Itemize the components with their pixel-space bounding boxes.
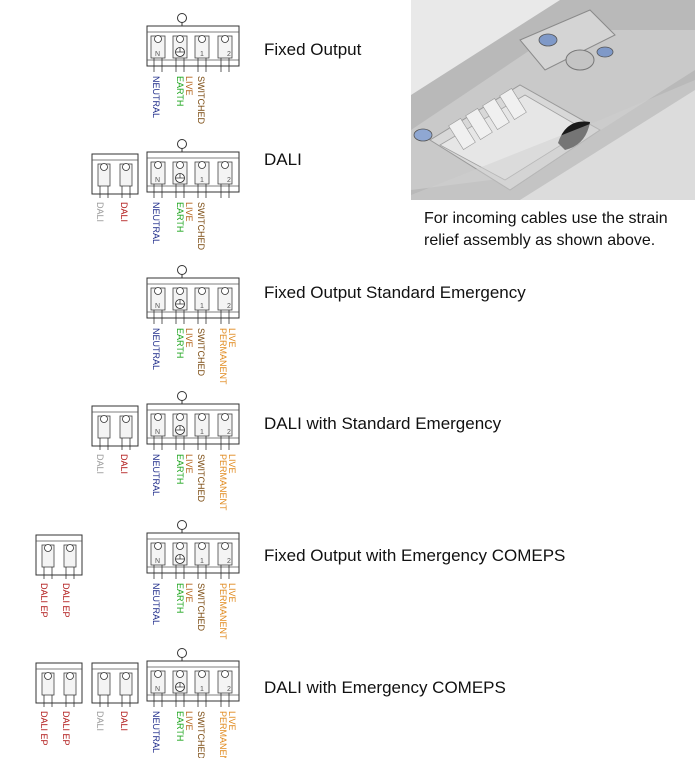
section-title-2: DALI [264,150,302,169]
wire-label-switched: SWITCHED [196,711,206,758]
terminal-n-label: N [155,177,160,184]
terminal-1-label: 1 [200,686,204,693]
wire-label-live: LIVE [184,454,194,474]
wire-label-dali-ep-1: DALI EP [39,583,49,618]
wire-label-earth: EARTH [175,202,185,232]
wire-label-dali-grey: DALI [95,711,105,731]
wire-label-dali-red: DALI [119,454,129,474]
wire-label-dali-ep-2: DALI EP [61,583,71,618]
wire-label-live: LIVE [184,583,194,603]
terminal-n-label: N [155,429,160,436]
terminal-2-label: 2 [227,558,231,565]
wire-label-dali-red: DALI [119,711,129,731]
wire-label-neutral: NEUTRAL [151,583,161,625]
terminal-n-label: N [155,558,160,565]
wire-label-live: LIVE [184,202,194,222]
mounting-clip-icon [177,13,187,23]
terminal-1-label: 1 [200,177,204,184]
section-title-4: DALI with Standard Emergency [264,414,502,433]
wire-label-permanent: PERMANENT [218,583,228,640]
wire-label-earth: EARTH [175,328,185,358]
mounting-clip-icon [177,520,187,530]
wire-label-neutral: NEUTRAL [151,202,161,244]
wire-label-earth: EARTH [175,583,185,613]
terminal-1-label: 1 [200,51,204,58]
terminal-n-label: N [155,51,160,58]
wire-label-dali-grey: DALI [95,454,105,474]
wire-label-permanent: PERMANENT [218,328,228,385]
wire-label-switched: SWITCHED [196,583,206,631]
wire-label-live: LIVE [184,711,194,731]
terminal-2-label: 2 [227,51,231,58]
wire-label-live: LIVE [184,76,194,96]
mounting-clip-icon [177,265,187,275]
wire-label-dali-ep-1: DALI EP [39,711,49,746]
terminal-2-label: 2 [227,686,231,693]
wire-label-dali-grey: DALI [95,202,105,222]
wire-label-switched: SWITCHED [196,202,206,250]
terminal-n-label: N [155,303,160,310]
mounting-clip-icon [177,139,187,149]
strain-relief-caption: For incoming cables use the strain relie… [424,210,668,249]
wire-label-neutral: NEUTRAL [151,76,161,118]
terminal-1-label: 1 [200,429,204,436]
wire-label-permanent: PERMANENT [218,454,228,511]
wire-label-switched: SWITCHED [196,328,206,376]
section-title-6: DALI with Emergency COMEPS [264,678,506,697]
mounting-clip-icon [177,391,187,401]
wire-label-live: LIVE [184,328,194,348]
wire-label-permanent-live: LIVE [227,454,237,474]
terminal-1-label: 1 [200,558,204,565]
strain-relief-assembly-photo [411,0,695,200]
wire-label-switched: SWITCHED [196,76,206,124]
wire-label-neutral: NEUTRAL [151,328,161,370]
wire-label-earth: EARTH [175,711,185,741]
wire-label-dali-ep-2: DALI EP [61,711,71,746]
wire-label-permanent-live: LIVE [227,711,237,731]
section-title-3: Fixed Output Standard Emergency [264,283,526,302]
section-title-5: Fixed Output with Emergency COMEPS [264,546,566,565]
wire-label-switched: SWITCHED [196,454,206,502]
terminal-n-label: N [155,686,160,693]
terminal-1-label: 1 [200,303,204,310]
wire-label-neutral: NEUTRAL [151,711,161,753]
wire-label-permanent-live: LIVE [227,328,237,348]
terminal-2-label: 2 [227,429,231,436]
wire-label-earth: EARTH [175,76,185,106]
terminal-2-label: 2 [227,303,231,310]
wire-label-earth: EARTH [175,454,185,484]
terminal-2-label: 2 [227,177,231,184]
wire-label-permanent-live: LIVE [227,583,237,603]
wire-label-permanent: PERMANENT [218,711,228,758]
wire-label-neutral: NEUTRAL [151,454,161,496]
wire-label-dali-red: DALI [119,202,129,222]
mounting-clip-icon [177,648,187,658]
section-title-1: Fixed Output [264,40,362,59]
